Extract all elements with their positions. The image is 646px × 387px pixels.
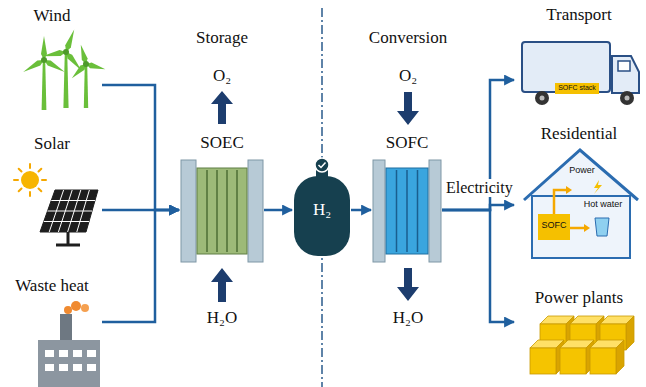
- stack-cell: [417, 170, 419, 252]
- panel-grid: [58, 190, 72, 232]
- factory-icon: [38, 301, 100, 387]
- cube: [590, 340, 624, 374]
- text-label: Storage: [196, 28, 248, 48]
- panel-grid: [48, 211, 93, 212]
- panel-grid: [49, 190, 63, 232]
- node-box: Residential: [515, 124, 643, 260]
- node-box: SOFC: [372, 133, 442, 263]
- flow-connector: [264, 209, 292, 212]
- node-label: Power plants: [535, 288, 623, 308]
- sofc-stack: [373, 160, 441, 262]
- node-label: SOEC: [200, 133, 243, 153]
- sun-ray: [29, 164, 31, 168]
- sun-ray: [38, 188, 41, 191]
- sun-ray: [29, 192, 31, 196]
- node-box: Waste heat: [2, 276, 102, 384]
- text-label: H₂O: [393, 308, 423, 328]
- hydrogen-tank: [294, 158, 350, 256]
- node-label: Wind: [33, 6, 70, 26]
- stack-cell: [216, 170, 218, 252]
- panel-grid: [77, 190, 90, 232]
- node-box: Solar: [2, 134, 102, 250]
- text-label: O₂: [213, 66, 231, 86]
- cube: [560, 340, 594, 374]
- node-label: Solar: [34, 134, 70, 154]
- text-label: Conversion: [369, 28, 447, 48]
- edge-label: Electricity: [444, 179, 515, 197]
- text-label: O₂: [399, 66, 417, 86]
- node-label: SOFC: [386, 133, 429, 153]
- node-label: Transport: [546, 5, 612, 25]
- text-label: SOFC stack: [558, 84, 596, 92]
- node-box: H₂: [293, 171, 351, 249]
- sun-ray: [42, 179, 46, 181]
- stack-cell: [206, 170, 208, 252]
- text-label: Power: [569, 165, 595, 175]
- panel-grid: [51, 200, 95, 201]
- node-label: H₂: [313, 200, 331, 220]
- node-label: Waste heat: [15, 276, 89, 296]
- stack-cell: [396, 170, 398, 252]
- solar-icon: [14, 164, 98, 245]
- stack-cell: [406, 170, 408, 252]
- wind-turbines: [22, 28, 106, 110]
- flow-connector: [442, 80, 514, 210]
- sun-ray: [19, 188, 22, 191]
- node-box: SOEC: [180, 133, 264, 263]
- truck-icon: [522, 42, 639, 105]
- power-plant-icon: [530, 316, 634, 374]
- stack-cell: [236, 170, 238, 252]
- sun-ray: [38, 169, 41, 172]
- house-icon: [524, 150, 638, 258]
- text-label: Hot water: [584, 199, 623, 209]
- text-label: SOFC: [541, 220, 566, 230]
- soec-stack: [181, 160, 263, 262]
- flow-connector: [351, 209, 371, 212]
- node-box: Transport: [515, 5, 643, 110]
- cube: [530, 340, 564, 374]
- flow-connector: [442, 210, 514, 322]
- sun-ray: [19, 169, 22, 172]
- sun-ray: [14, 179, 18, 181]
- panel-grid: [44, 221, 89, 222]
- flow-arrows: [211, 91, 419, 302]
- node-box: Power plants: [515, 288, 643, 384]
- flow-connector: [102, 210, 179, 322]
- node-box: Wind: [2, 6, 102, 112]
- flow-connector: [102, 85, 179, 210]
- node-label: Residential: [541, 124, 617, 144]
- stack-cell: [226, 170, 228, 252]
- text-label: H₂O: [207, 308, 237, 328]
